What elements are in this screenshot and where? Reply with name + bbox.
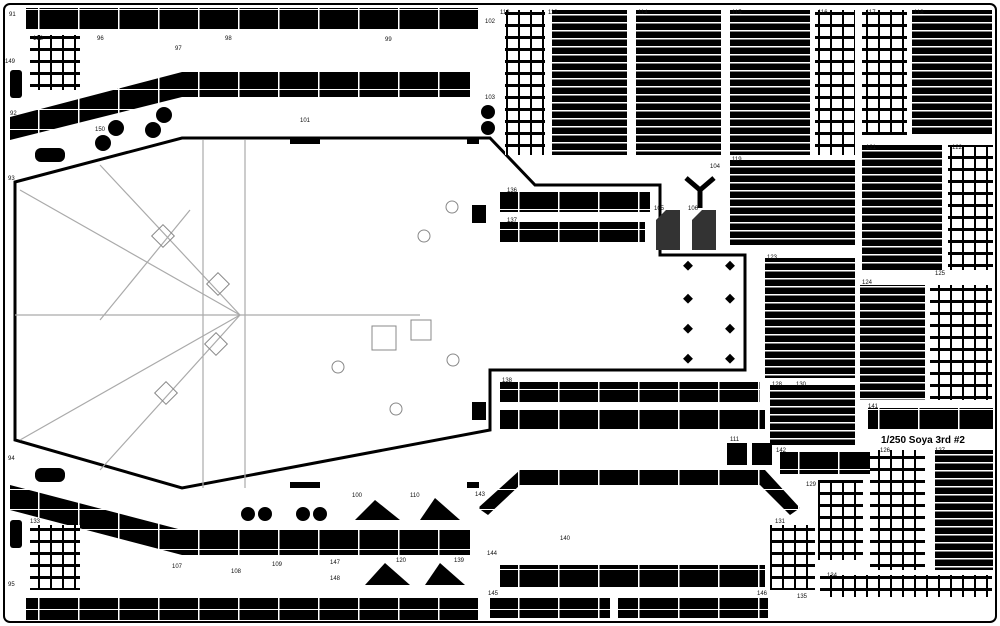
top-railing-strip <box>26 8 478 30</box>
label-96: 96 <box>97 36 104 42</box>
label-118: 118 <box>914 10 924 16</box>
label-103: 103 <box>485 95 496 101</box>
railing-139 <box>500 410 765 430</box>
label-101: 101 <box>300 118 311 124</box>
label-94: 94 <box>8 456 15 462</box>
label-144: 144 <box>487 551 498 557</box>
label-119: 119 <box>732 157 742 163</box>
label-139: 139 <box>454 558 465 564</box>
label-142: 142 <box>776 448 787 454</box>
label-135: 135 <box>797 594 808 600</box>
label-106: 106 <box>688 206 699 212</box>
label-149: 149 <box>5 59 16 65</box>
label-110: 110 <box>410 493 420 499</box>
part-labels: 91 102 132 96 97 98 99 149 92 150 101 10… <box>5 10 963 600</box>
label-126: 126 <box>880 448 891 454</box>
label-105: 105 <box>654 206 665 212</box>
label-122: 122 <box>952 145 963 151</box>
label-136: 136 <box>507 188 518 194</box>
lower-angled-railing <box>10 485 470 555</box>
part-104-tripod <box>684 176 716 208</box>
label-129: 129 <box>806 482 817 488</box>
railing-137 <box>500 222 645 242</box>
label-134: 134 <box>827 573 838 579</box>
label-146: 146 <box>757 591 768 597</box>
label-127: 127 <box>935 448 946 454</box>
label-91: 91 <box>9 12 16 18</box>
label-111: 111 <box>730 437 740 443</box>
label-132: 132 <box>33 36 44 42</box>
label-130: 130 <box>796 382 807 388</box>
railing-145 <box>490 598 610 618</box>
label-143: 143 <box>475 492 486 498</box>
deck-mount <box>472 205 486 223</box>
label-116: 116 <box>818 10 828 16</box>
label-92: 92 <box>10 111 17 117</box>
label-147: 147 <box>330 560 341 566</box>
label-145: 145 <box>488 591 499 597</box>
railing-146 <box>618 598 768 618</box>
label-138: 138 <box>502 378 513 384</box>
railing-136 <box>500 192 650 212</box>
upper-angled-railing <box>10 72 470 140</box>
hatch-106 <box>692 210 716 250</box>
label-109: 109 <box>272 562 283 568</box>
bottom-railing-strip <box>26 598 478 620</box>
label-137: 137 <box>507 218 518 224</box>
small-parts <box>10 70 772 585</box>
deck-fittings <box>150 200 460 416</box>
label-141: 141 <box>868 404 879 410</box>
label-108: 108 <box>231 569 242 575</box>
fret-title: 1/250 Soya 3rd #2 <box>881 435 965 446</box>
label-128: 128 <box>772 382 783 388</box>
label-98: 98 <box>225 36 232 42</box>
label-99: 99 <box>385 37 392 43</box>
label-148: 148 <box>330 576 341 582</box>
label-150: 150 <box>95 127 106 133</box>
label-104: 104 <box>710 164 721 170</box>
label-97: 97 <box>175 46 182 52</box>
railing-138 <box>500 382 760 402</box>
label-121: 121 <box>866 145 877 151</box>
label-123: 123 <box>767 255 778 261</box>
label-140: 140 <box>560 536 571 542</box>
railing-143 <box>478 470 800 515</box>
label-117: 117 <box>866 10 876 16</box>
label-114: 114 <box>638 10 648 16</box>
hatch-105 <box>656 210 680 250</box>
ladder-parts <box>30 10 993 597</box>
deck-mount <box>472 402 486 420</box>
label-131: 131 <box>775 519 786 525</box>
label-102: 102 <box>485 19 496 25</box>
railing-144 <box>500 565 765 587</box>
deck-guide-lines <box>15 140 420 488</box>
label-95: 95 <box>8 582 15 588</box>
label-120: 120 <box>396 558 407 564</box>
label-113: 113 <box>548 10 558 16</box>
label-133: 133 <box>30 519 41 525</box>
label-124: 124 <box>862 280 873 286</box>
label-125: 125 <box>935 271 946 277</box>
label-100: 100 <box>352 493 363 499</box>
label-107: 107 <box>172 564 183 570</box>
label-112: 112 <box>500 10 510 16</box>
label-93: 93 <box>8 176 15 182</box>
label-115: 115 <box>732 10 742 16</box>
diamond-fittings <box>683 260 735 364</box>
